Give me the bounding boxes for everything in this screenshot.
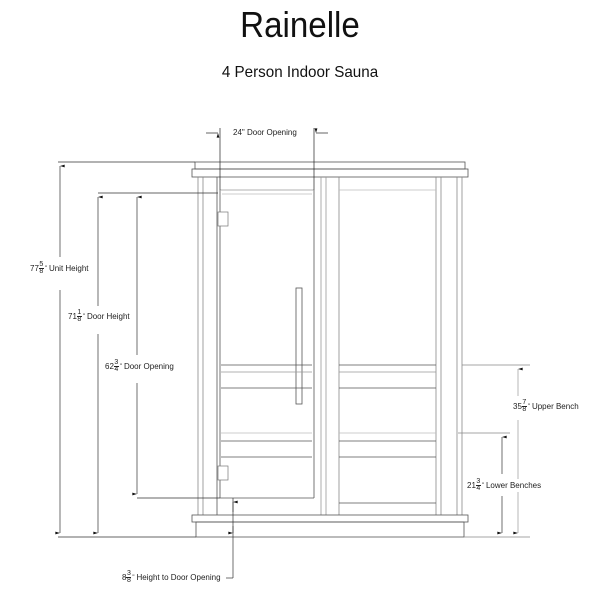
label-door-opening-width: 24" Door Opening [233, 128, 297, 138]
benches-right [339, 364, 436, 504]
benches-left [221, 364, 312, 458]
dim-door-width [206, 128, 328, 190]
dim-upper-bench [462, 364, 530, 538]
center-mullion [320, 177, 327, 515]
dim-door-opening-height [132, 195, 220, 499]
glass-door [216, 177, 315, 515]
right-glass-panel [338, 177, 442, 515]
product-title: Rainelle [240, 4, 360, 45]
door-handle [295, 287, 303, 405]
outer-posts [197, 177, 463, 515]
dim-lower-benches [458, 432, 510, 535]
product-subtitle: 4 Person Indoor Sauna [221, 64, 379, 81]
top-cap [191, 161, 469, 178]
dim-unit-height [55, 161, 196, 538]
dim-height-to-door [226, 498, 238, 579]
base [191, 514, 469, 538]
lower-hinge-icon [217, 465, 229, 481]
door-hinges [217, 211, 229, 481]
dim-door-height [93, 192, 218, 535]
upper-hinge-icon [217, 211, 229, 227]
